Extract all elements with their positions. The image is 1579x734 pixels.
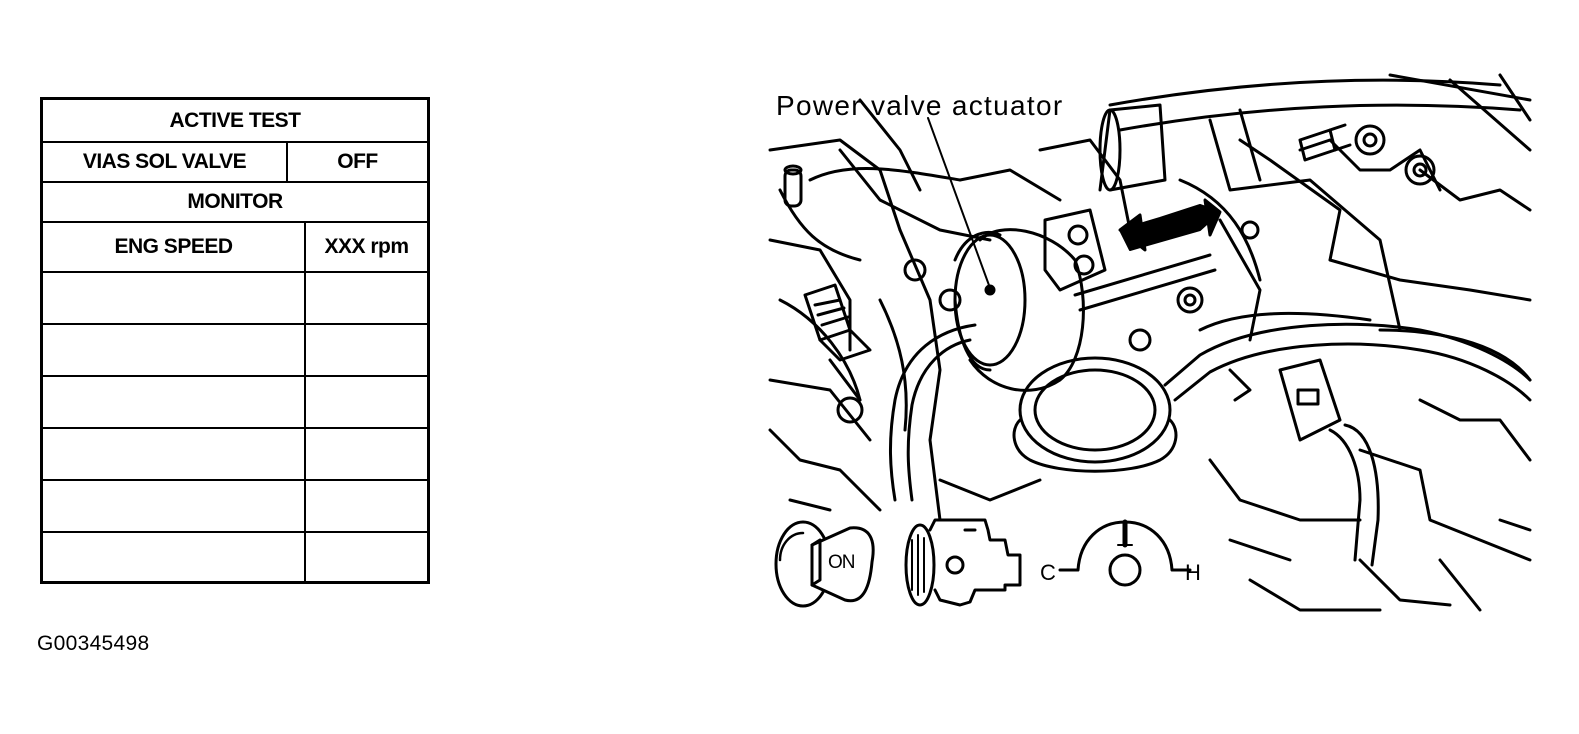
gauge-cold-label: C — [1040, 560, 1056, 585]
eng-speed-value: XXX rpm — [324, 235, 409, 258]
eng-speed-label: ENG SPEED — [43, 223, 306, 271]
table-cell — [306, 325, 427, 375]
reservoir-cap — [1012, 322, 1532, 473]
table-row — [43, 481, 427, 533]
table-row — [43, 377, 427, 429]
table-row — [43, 429, 427, 481]
vias-sol-valve-row: VIAS SOL VALVE OFF — [43, 143, 427, 183]
table-cell — [306, 377, 427, 427]
power-valve-actuator — [953, 208, 1217, 392]
table-row — [43, 273, 427, 325]
gauge-hot-label: H — [1185, 560, 1201, 585]
direction-arrow-icon — [1118, 198, 1222, 252]
engine-bay-illustration — [768, 73, 1532, 612]
table-cell — [43, 273, 306, 323]
vias-sol-valve-value: OFF — [337, 150, 378, 173]
table-cell — [43, 377, 306, 427]
temperature-gauge-icon — [1058, 519, 1192, 587]
active-test-header-row: ACTIVE TEST — [43, 100, 427, 143]
callout-leader — [927, 117, 991, 289]
table-cell — [43, 429, 306, 479]
table-cell — [306, 533, 427, 581]
table-cell — [43, 533, 306, 581]
figure-id: G00345498 — [37, 632, 150, 655]
table-cell — [306, 429, 427, 479]
hose — [1098, 103, 1167, 192]
ignition-on-label: ON — [828, 552, 855, 573]
table-row — [43, 533, 427, 581]
table-cell — [43, 481, 306, 531]
vias-sol-valve-label: VIAS SOL VALVE — [43, 143, 288, 181]
ignition-key-icon — [774, 520, 875, 608]
vacuum-hose — [888, 323, 977, 502]
monitor-header-row: MONITOR — [43, 183, 427, 223]
active-test-title: ACTIVE TEST — [169, 108, 301, 132]
table-row — [43, 325, 427, 377]
monitor-title: MONITOR — [187, 190, 283, 213]
eng-speed-row: ENG SPEED XXX rpm — [43, 223, 427, 273]
engine-running-icon — [904, 518, 1022, 607]
table-cell — [43, 325, 306, 375]
table-cell — [306, 481, 427, 531]
table-cell — [306, 273, 427, 323]
consult-screen-table: ACTIVE TEST VIAS SOL VALVE OFF MONITOR E… — [40, 97, 430, 584]
power-valve-actuator-label: Power valve actuator — [776, 90, 1064, 121]
